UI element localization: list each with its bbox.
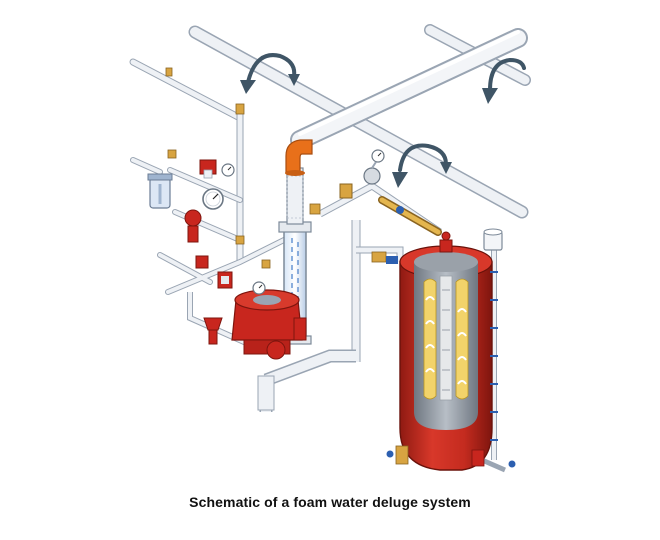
tank-legs	[386, 445, 516, 468]
orange-elbow-fitting	[285, 139, 313, 176]
strainer	[147, 173, 173, 209]
upper-left-pipe	[129, 58, 244, 175]
outlet-flange-valve	[293, 317, 307, 341]
main-valve-gauge	[252, 281, 266, 295]
sight-gauge-cup	[483, 228, 503, 441]
small-gauge-upper	[221, 163, 235, 177]
trim-valve-left	[195, 255, 209, 269]
foam-supply-header-pipe	[290, 28, 528, 150]
tank-top-fittings	[439, 231, 453, 253]
curved-flow-arrow-icon	[392, 143, 452, 188]
deluge-valve	[231, 289, 303, 360]
drain-valve	[203, 317, 223, 345]
curved-flow-arrow-icon	[240, 53, 300, 94]
tank-inlet-fittings	[371, 251, 398, 264]
upper-riser-pipe	[286, 167, 304, 225]
manual-release-valve	[184, 209, 202, 243]
foam-concentrate-control-valve	[309, 149, 385, 215]
curved-flow-arrow-icon	[482, 57, 526, 104]
pressure-gauge-icon	[202, 188, 224, 210]
diagram-caption: Schematic of a foam water deluge system	[189, 494, 471, 510]
lower-return-pipe	[257, 349, 356, 412]
brass-fittings	[165, 67, 271, 269]
trim-valve-center	[217, 271, 233, 289]
foam-bladder	[423, 275, 469, 401]
brass-flow-line	[378, 196, 442, 236]
solenoid-valve	[199, 159, 217, 179]
